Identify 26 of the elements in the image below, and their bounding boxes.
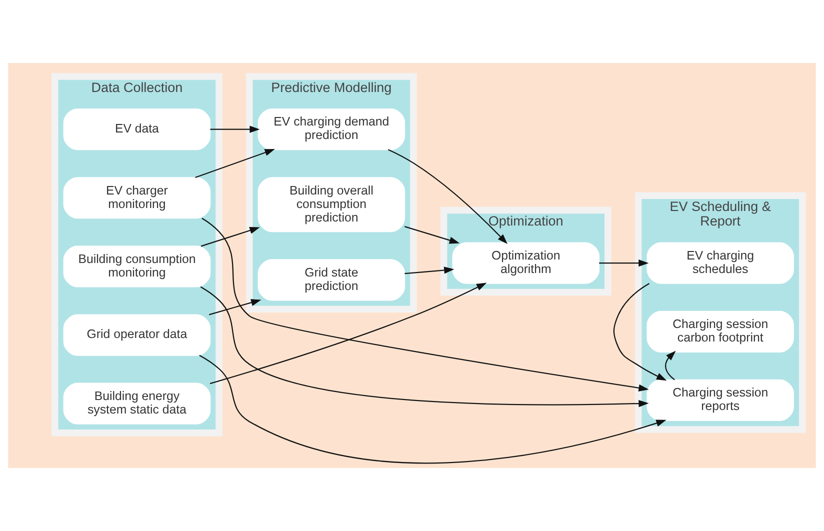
arrow [613, 283, 667, 381]
node-box: Building consumption monitoring [63, 246, 211, 288]
arrow [210, 282, 487, 384]
arrow [210, 126, 260, 133]
arrow [599, 260, 649, 267]
node-box: Charging session reports [646, 379, 794, 422]
arrow [199, 354, 666, 464]
arrow [388, 149, 508, 244]
arrow [200, 286, 649, 408]
node-box: EV charging demand prediction [258, 108, 406, 150]
node-box: Optimization algorithm [452, 242, 600, 284]
arrow [200, 227, 260, 247]
arrow [208, 299, 262, 316]
arrow [665, 350, 676, 380]
arrow [404, 226, 460, 244]
node-box: EV data [63, 108, 211, 150]
node-box: Grid state prediction [258, 259, 406, 301]
node-box: Grid operator data [63, 314, 211, 356]
arrow [202, 218, 649, 392]
node-box: Building energy system static data [63, 382, 211, 424]
arrow [404, 266, 454, 274]
node-box: Charging session carbon footprint [646, 310, 794, 352]
node-box: EV charging schedules [646, 242, 794, 284]
node-box: Building overall consumption prediction [258, 177, 406, 232]
node-box: EV charger monitoring [63, 177, 211, 219]
arrow [195, 149, 275, 178]
